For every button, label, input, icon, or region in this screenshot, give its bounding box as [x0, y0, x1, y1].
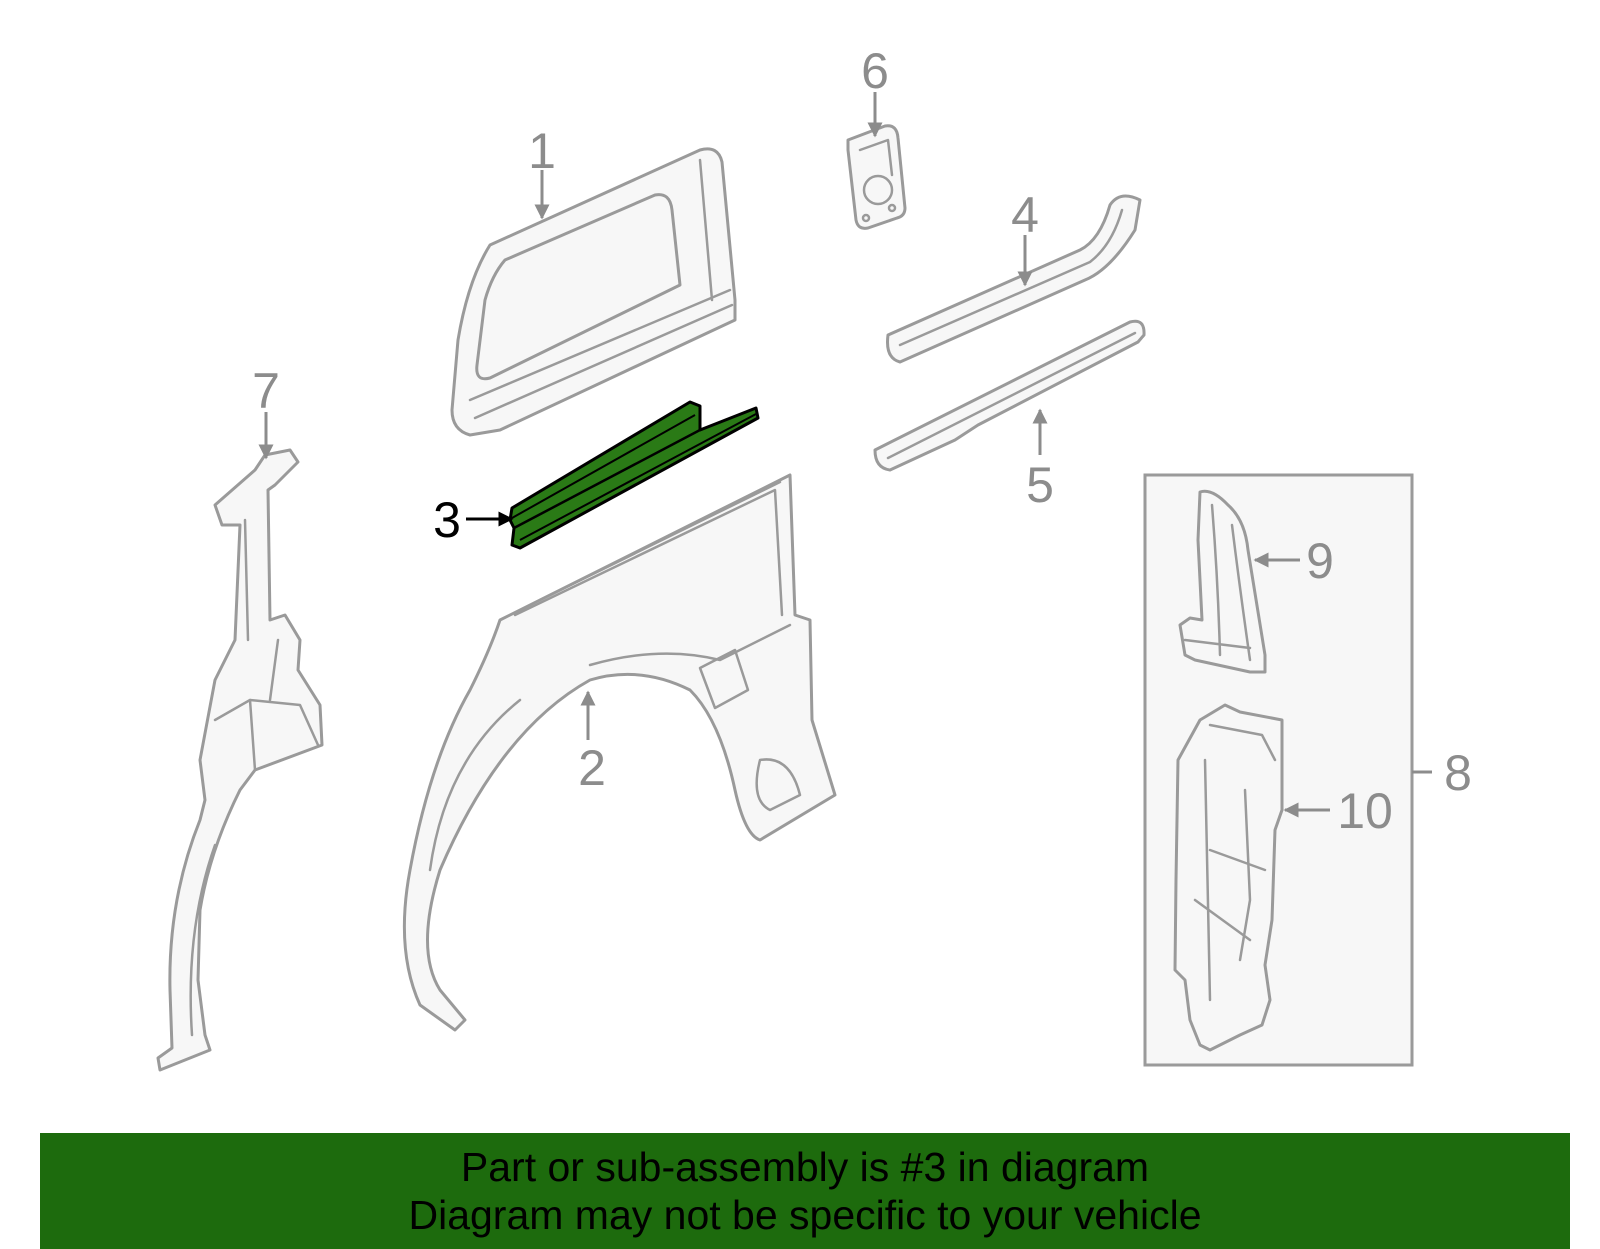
- callout-9: 9: [1306, 533, 1334, 589]
- callout-4: 4: [1011, 187, 1039, 243]
- callout-8: 8: [1444, 745, 1472, 801]
- part-2-quarter-panel[interactable]: [402, 473, 837, 1032]
- part-9-bracket-panel[interactable]: [1178, 489, 1267, 674]
- info-banner: Part or sub-assembly is #3 in diagram Di…: [40, 1133, 1570, 1249]
- part-4-upper-rail[interactable]: [886, 194, 1142, 364]
- callout-10: 10: [1337, 783, 1393, 839]
- callout-3: 3: [433, 492, 461, 548]
- callout-5: 5: [1026, 457, 1054, 513]
- part-6-bracket[interactable]: [846, 124, 907, 230]
- callout-2: 2: [578, 740, 606, 796]
- part-7-inner-pillar[interactable]: [156, 448, 324, 1072]
- banner-line-part-number: Part or sub-assembly is #3 in diagram: [460, 1144, 1150, 1190]
- part-10-wheelhouse-panel[interactable]: [1173, 703, 1284, 1052]
- callout-1: 1: [528, 123, 556, 179]
- part-5-lower-rail[interactable]: [873, 319, 1146, 472]
- callout-6: 6: [861, 43, 889, 99]
- exploded-parts-diagram: 1 2 3 4 5 6 7 8 9 10: [156, 43, 1472, 1072]
- callout-7: 7: [252, 363, 280, 419]
- banner-line-disclaimer: Diagram may not be specific to your vehi…: [408, 1192, 1202, 1238]
- callout-leaders: [258, 92, 1432, 818]
- part-1-window-frame[interactable]: [450, 147, 737, 437]
